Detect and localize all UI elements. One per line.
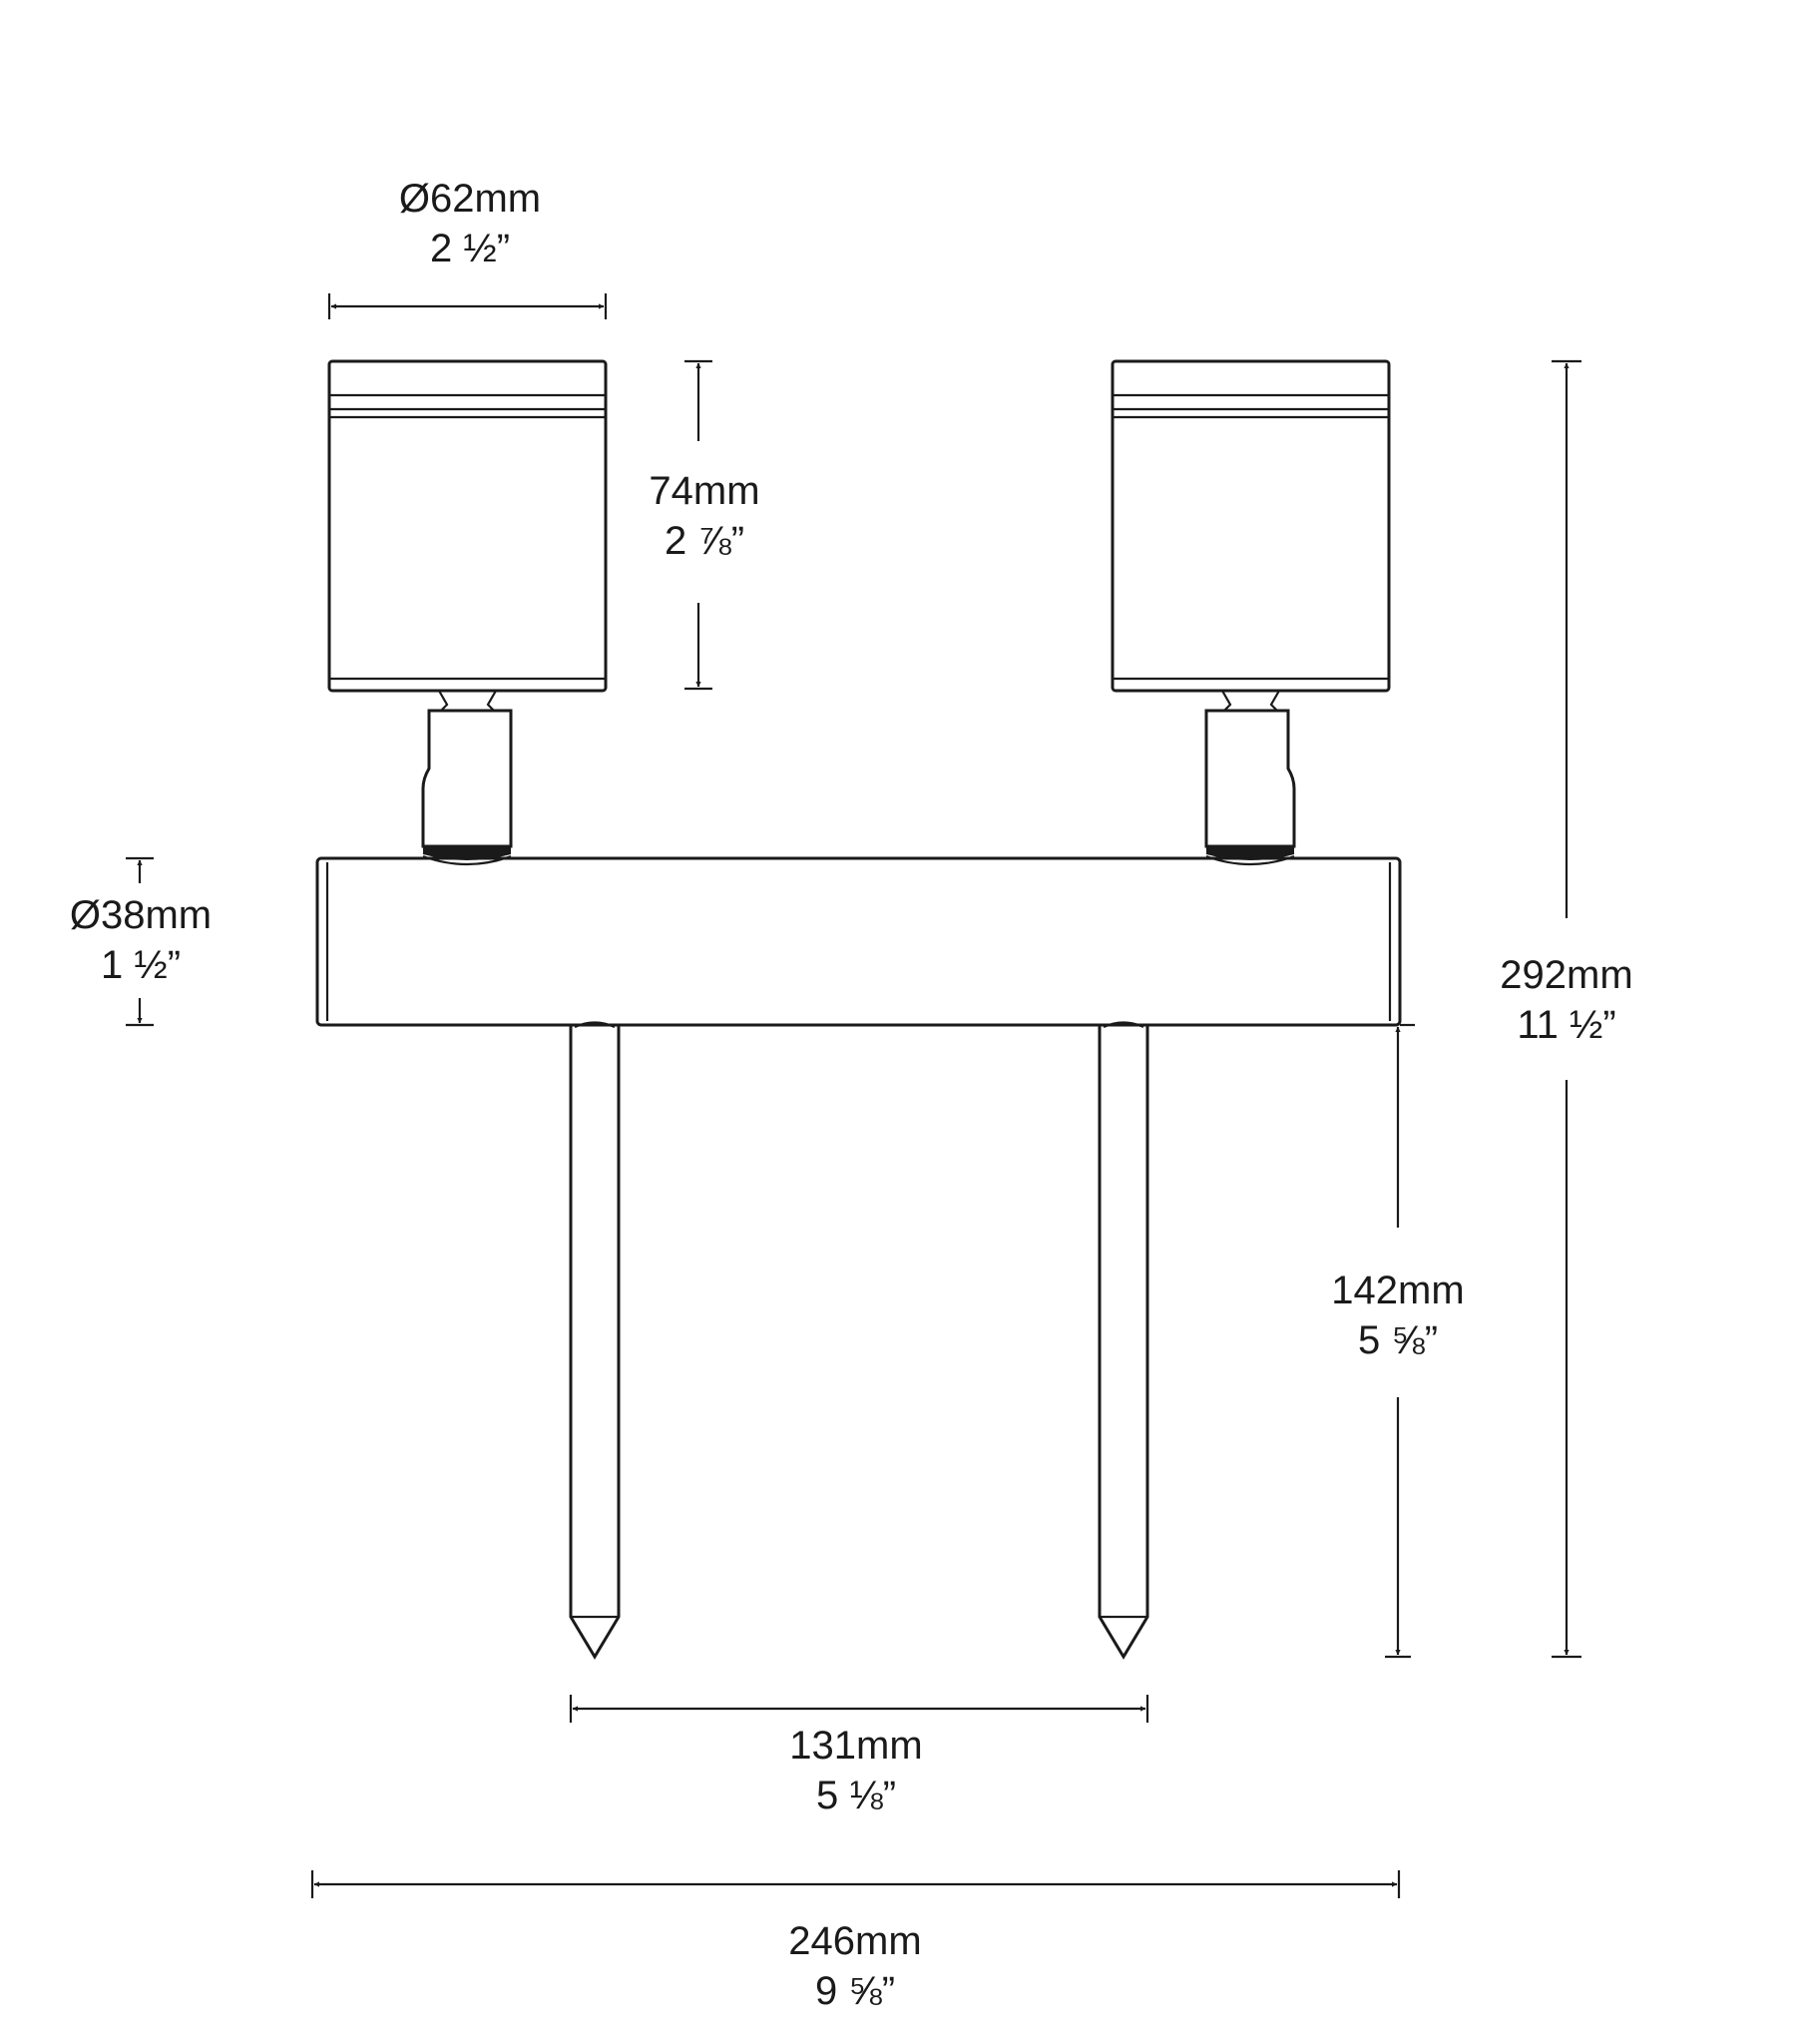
bar-diameter-dimension-line: [126, 856, 154, 1027]
spike-length-dimension-line: [1385, 1023, 1415, 1659]
spike-spacing-label: 131mm 5 ⅛”: [706, 1721, 1006, 1820]
spike-length-imperial: 5 ⅝”: [1357, 1318, 1439, 1362]
head-height-label: 74mm 2 ⅞”: [555, 466, 854, 566]
spike-spacing-imperial: 5 ⅛”: [815, 1774, 897, 1817]
total-width-dimension-line: [310, 1870, 1401, 1898]
head-height-dimension-line: [684, 359, 712, 691]
head-diameter-dimension-line: [327, 293, 608, 319]
spike-length-label: 142mm 5 ⅝”: [1248, 1266, 1548, 1365]
right-ground-spike: [1098, 1021, 1149, 1660]
head-diameter-metric: Ø62mm: [398, 177, 542, 221]
mounting-bar: [315, 856, 1402, 1027]
left-ground-spike: [569, 1021, 621, 1660]
left-stem: [421, 709, 513, 866]
total-width-imperial: 9 ⅝”: [814, 1969, 896, 2013]
total-height-metric: 292mm: [1500, 953, 1633, 997]
head-diameter-imperial: 2 ½”: [429, 227, 511, 270]
spike-spacing-metric: 131mm: [789, 1724, 923, 1768]
left-lamp-head: [327, 359, 608, 693]
head-height-imperial: 2 ⅞”: [664, 519, 745, 563]
spike-length-metric: 142mm: [1331, 1269, 1465, 1312]
total-height-dimension-line: [1552, 359, 1581, 1659]
spike-spacing-dimension-line: [569, 1695, 1149, 1723]
head-diameter-label: Ø62mm 2 ½”: [320, 174, 620, 273]
left-swivel-joint: [438, 690, 497, 713]
total-width-metric: 246mm: [788, 1919, 922, 1963]
right-stem: [1204, 709, 1296, 866]
total-height-imperial: 11 ½”: [1517, 1003, 1616, 1047]
total-width-label: 246mm 9 ⅝”: [705, 1916, 1005, 2016]
head-height-metric: 74mm: [649, 469, 760, 513]
bar-diameter-imperial: 1 ½”: [100, 943, 182, 987]
right-lamp-head: [1111, 359, 1391, 693]
bar-diameter-label: Ø38mm 1 ½”: [0, 890, 290, 990]
total-height-label: 292mm 11 ½”: [1417, 950, 1716, 1050]
right-swivel-joint: [1221, 690, 1280, 713]
bar-diameter-metric: Ø38mm: [69, 893, 213, 937]
